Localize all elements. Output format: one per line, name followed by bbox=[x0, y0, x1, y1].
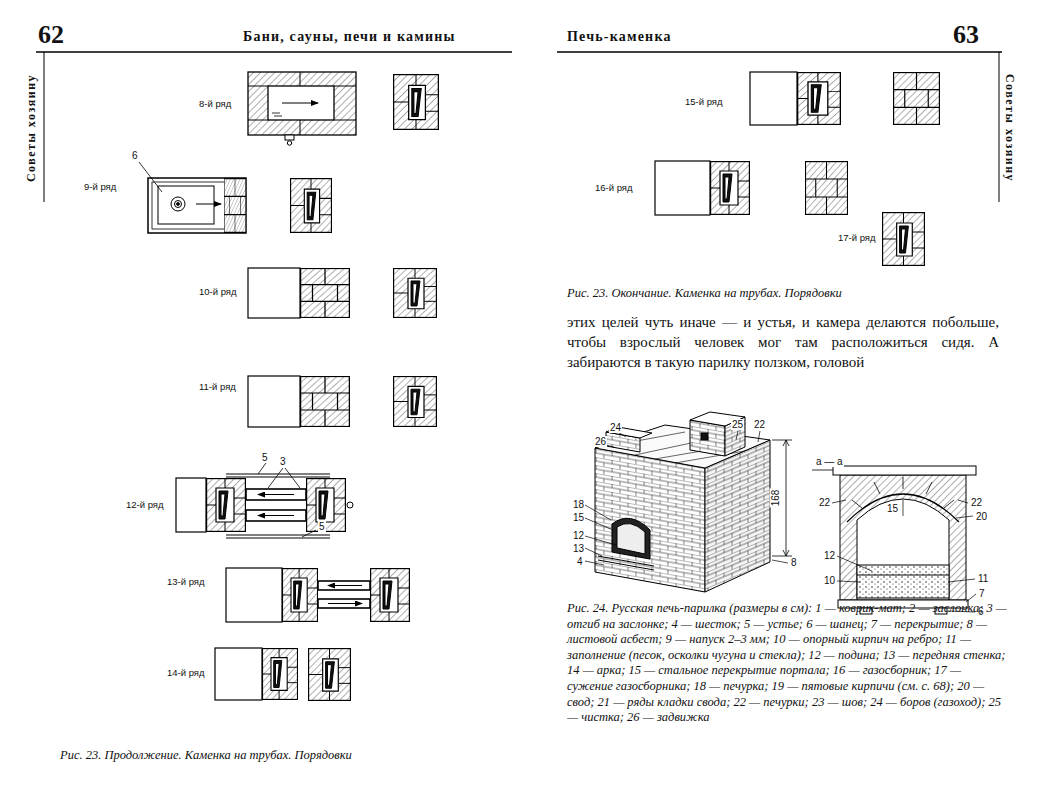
callout-number: а — а bbox=[815, 456, 844, 467]
row-label: 9-й ряд bbox=[84, 181, 116, 192]
row-label: 17-й ряд bbox=[838, 232, 876, 243]
callout-number: 12 bbox=[823, 550, 836, 561]
row-label: 10-й ряд bbox=[199, 286, 237, 297]
callout-number: 22 bbox=[753, 419, 766, 430]
callout-number: 7 bbox=[978, 588, 986, 599]
row-label: 14-й ряд bbox=[167, 667, 205, 678]
callout-number: 25 bbox=[731, 419, 744, 430]
row-label: 15-й ряд bbox=[685, 96, 723, 107]
callout-number: 11 bbox=[977, 573, 989, 584]
callout-number: 4 bbox=[576, 556, 584, 567]
row-label: 11-й ряд bbox=[199, 381, 236, 392]
stove-section bbox=[812, 466, 976, 614]
callout-number: 12 bbox=[572, 530, 585, 541]
callout-number: 5 bbox=[318, 521, 326, 532]
row-label: 12-й ряд bbox=[126, 499, 164, 510]
stove-isometric bbox=[585, 412, 792, 592]
callout-number: 15 bbox=[572, 512, 585, 523]
row-label: 8-й ряд bbox=[199, 98, 231, 109]
callout-number: 15 bbox=[886, 503, 899, 514]
side-title: Советы хозяину bbox=[1002, 74, 1017, 182]
row-label: 13-й ряд bbox=[167, 576, 205, 587]
callout-number: 18 bbox=[572, 499, 585, 510]
callout-number: 26 bbox=[594, 436, 607, 447]
callout-number: 22 bbox=[818, 497, 831, 508]
callout-number: 8 bbox=[790, 557, 798, 568]
page-number: 63 bbox=[953, 20, 979, 50]
figure-caption: Рис. 23. Продолжение. Каменка на трубах.… bbox=[60, 748, 352, 763]
callout-number: 24 bbox=[609, 422, 622, 433]
callout-number: 5 bbox=[261, 452, 269, 463]
callout-number: 168 bbox=[770, 489, 781, 508]
callout-number: 13 bbox=[572, 543, 585, 554]
running-head: Печь-каменка bbox=[567, 29, 672, 45]
figure-caption: Рис. 24. Русская печь-парилка (размеры в… bbox=[567, 601, 1007, 726]
callout-number: 22 bbox=[970, 497, 983, 508]
figure-caption: Рис. 23. Окончание. Каменка на трубах. П… bbox=[567, 286, 842, 301]
page-number: 62 bbox=[38, 20, 64, 50]
side-title: Советы хозяину bbox=[24, 74, 39, 182]
callout-number: 3 bbox=[279, 456, 287, 467]
body-text: этих целей чуть иначе — и устья, и камер… bbox=[567, 312, 999, 372]
callout-number: 10 bbox=[823, 575, 836, 586]
callout-number: 6 bbox=[131, 150, 139, 161]
row-label: 16-й ряд bbox=[595, 182, 633, 193]
running-head: Бани, сауны, печи и камины bbox=[243, 29, 456, 45]
callout-number: 20 bbox=[975, 511, 988, 522]
